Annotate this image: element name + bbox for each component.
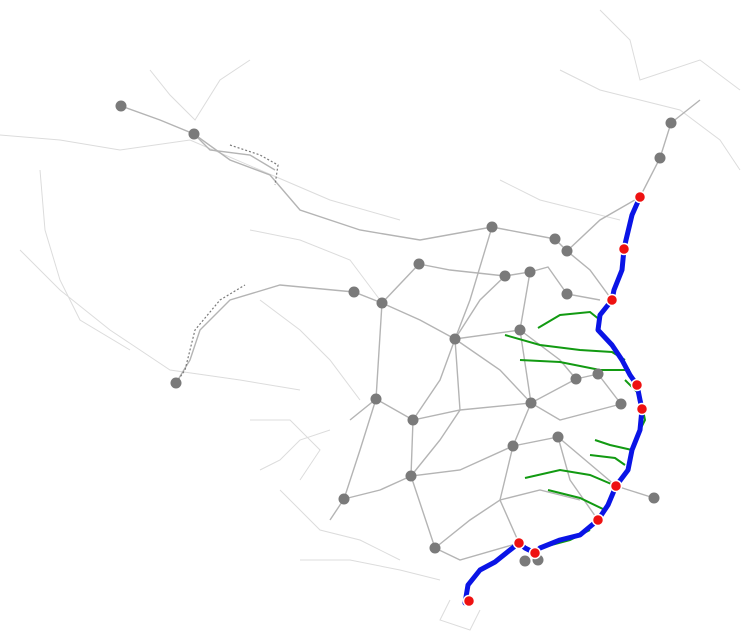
minor-road: [279, 489, 401, 561]
major-road: [454, 226, 493, 340]
minor-road: [259, 429, 331, 471]
major-road: [418, 263, 601, 301]
major-road: [193, 133, 276, 171]
city-marker[interactable]: [549, 233, 561, 245]
route-stop-marker[interactable]: [617, 242, 631, 256]
city-marker[interactable]: [429, 542, 441, 554]
route-stop-marker[interactable]: [630, 378, 644, 392]
branch-route: [524, 468, 617, 487]
branch-routes: [504, 310, 647, 549]
minor-road: [19, 249, 301, 391]
city-marker[interactable]: [514, 324, 526, 336]
city-marker[interactable]: [570, 373, 582, 385]
route-stop-marker[interactable]: [605, 293, 619, 307]
minor-road-network: [0, 9, 741, 631]
city-marker[interactable]: [338, 493, 350, 505]
major-road: [120, 105, 556, 241]
city-marker[interactable]: [405, 470, 417, 482]
major-road: [557, 436, 599, 521]
minor-road: [499, 179, 621, 221]
city-marker[interactable]: [615, 398, 627, 410]
city-marker[interactable]: [524, 266, 536, 278]
route-stop-marker[interactable]: [635, 402, 649, 416]
city-marker[interactable]: [665, 117, 677, 129]
city-marker[interactable]: [376, 297, 388, 309]
route-stop-marker[interactable]: [512, 536, 526, 550]
route-stop-marker[interactable]: [609, 479, 623, 493]
major-road: [175, 284, 521, 384]
major-road: [454, 275, 506, 340]
minor-road: [39, 169, 131, 351]
city-marker[interactable]: [407, 414, 419, 426]
city-marker[interactable]: [507, 440, 519, 452]
city-marker[interactable]: [348, 286, 360, 298]
branch-route: [519, 359, 630, 371]
minor-road: [0, 134, 401, 221]
minor-road: [439, 599, 481, 631]
route-stop-marker[interactable]: [591, 513, 605, 527]
minor-road: [259, 299, 361, 401]
branch-route: [537, 310, 601, 329]
major-road: [566, 250, 613, 301]
city-marker[interactable]: [188, 128, 200, 140]
city-marker[interactable]: [449, 333, 461, 345]
city-marker[interactable]: [561, 245, 573, 257]
city-marker[interactable]: [552, 431, 564, 443]
minor-road: [300, 559, 441, 581]
city-marker[interactable]: [413, 258, 425, 270]
city-marker[interactable]: [370, 393, 382, 405]
branch-route: [589, 454, 626, 466]
route-stop-marker[interactable]: [528, 546, 542, 560]
city-marker[interactable]: [525, 397, 537, 409]
branch-route: [594, 439, 633, 451]
route-stop-marker[interactable]: [462, 594, 476, 608]
minor-road: [250, 419, 321, 481]
dashed-rail-link: [175, 144, 279, 384]
city-marker[interactable]: [115, 100, 127, 112]
city-markers: [115, 100, 677, 567]
minor-road: [599, 9, 741, 91]
major-road: [434, 489, 581, 549]
city-marker[interactable]: [519, 555, 531, 567]
highlighted-route[interactable]: [462, 194, 645, 606]
major-road: [499, 329, 532, 544]
major-road: [615, 485, 655, 499]
city-marker[interactable]: [170, 377, 182, 389]
major-road: [329, 398, 377, 521]
minor-road: [249, 229, 381, 301]
highlighted-route-line: [462, 194, 645, 606]
city-marker[interactable]: [648, 492, 660, 504]
city-marker[interactable]: [486, 221, 498, 233]
dashed-rail-link: [229, 144, 279, 186]
city-marker[interactable]: [561, 288, 573, 300]
route-stop-markers: [462, 190, 649, 608]
branch-route: [547, 489, 606, 511]
major-road: [381, 263, 420, 304]
city-marker[interactable]: [499, 270, 511, 282]
minor-road: [149, 59, 251, 121]
dashed-rail-link: [175, 284, 246, 384]
minor-road: [559, 69, 741, 171]
route-stop-marker[interactable]: [633, 190, 647, 204]
city-marker[interactable]: [592, 368, 604, 380]
major-road: [410, 338, 461, 477]
city-marker[interactable]: [654, 152, 666, 164]
major-road: [343, 436, 617, 500]
